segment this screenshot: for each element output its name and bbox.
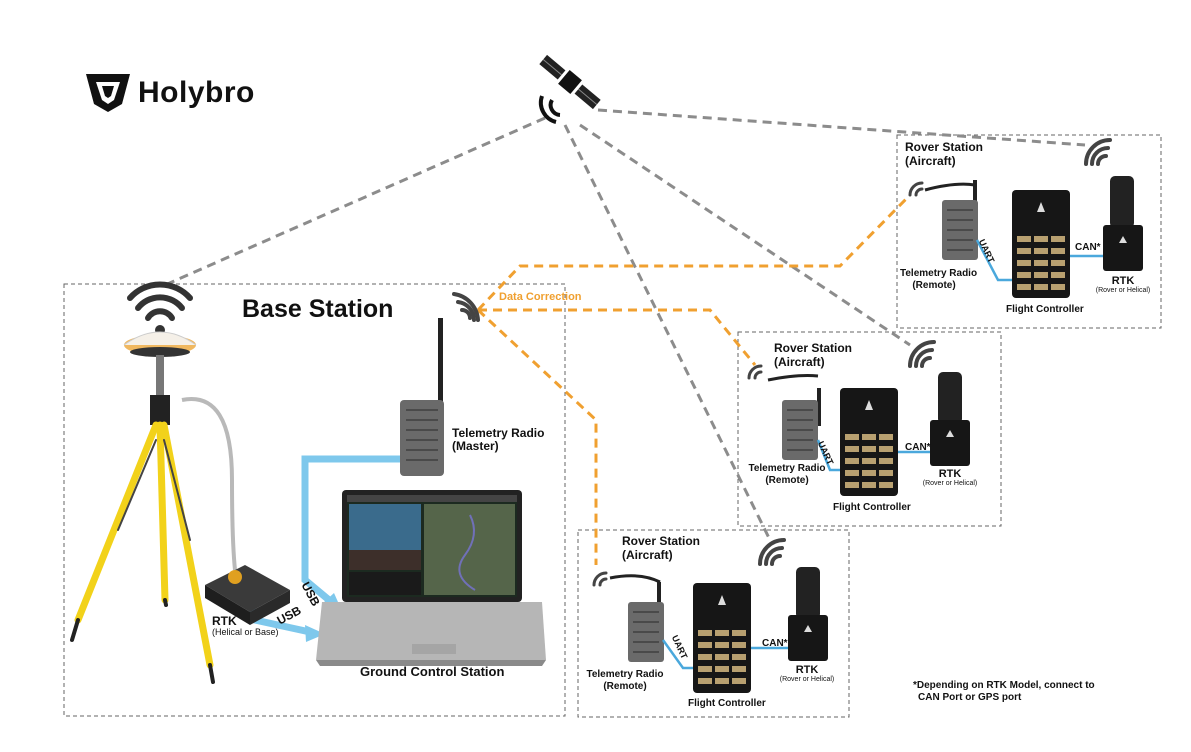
rover-2-radio-label-1: Telemetry Radio <box>748 463 826 474</box>
base-radio-label-1: Telemetry Radio <box>452 426 545 440</box>
footnote-line-1: *Depending on RTK Model, connect to <box>913 680 1095 691</box>
rover-2-radio <box>767 374 821 460</box>
brand-wordmark: Holybro <box>138 76 255 109</box>
footnote-line-2: CAN Port or GPS port <box>918 692 1022 703</box>
laptop <box>316 490 546 666</box>
rover-1-cables <box>975 239 1103 282</box>
rover-2-title-2: (Aircraft) <box>774 355 825 369</box>
gcs-label: Ground Control Station <box>360 664 505 679</box>
wifi-icon-rover-2-gps <box>908 340 936 368</box>
rover-3-radio-label-2: (Remote) <box>603 681 647 692</box>
rover-1-title-1: Rover Station <box>905 140 984 154</box>
rover-box-2 <box>737 331 1002 527</box>
base-radio-label-2: (Master) <box>452 439 499 453</box>
wifi-icon-rover-1-radio <box>908 181 924 197</box>
rover-3-fc-label: Flight Controller <box>688 698 766 709</box>
rover-3-rtk-sublabel: (Rover or Helical) <box>779 676 835 683</box>
usb-arrow-2 <box>305 625 325 642</box>
base-rtk-sublabel: (Helical or Base) <box>212 627 279 637</box>
rover-2-rtk <box>930 372 970 466</box>
base-station-title: Base Station <box>242 295 394 323</box>
data-correction-links <box>476 193 912 565</box>
rover-3-cables <box>661 639 788 670</box>
rover-2-fc-label: Flight Controller <box>833 502 911 513</box>
satellite-links <box>164 108 1086 541</box>
wifi-icon-base-antenna <box>127 281 193 321</box>
base-rtk-label: RTK <box>212 614 237 628</box>
base-station-box <box>63 283 566 717</box>
wifi-icon-rover-3-gps <box>758 538 786 566</box>
base-telemetry-radio <box>400 318 444 476</box>
rover-1-title-2: (Aircraft) <box>905 154 956 168</box>
wifi-icon-base-radio <box>452 292 480 322</box>
rover-box-3 <box>577 529 850 718</box>
rover-1-radio-label-1: Telemetry Radio <box>900 268 978 279</box>
holybro-logo <box>86 74 130 112</box>
rover-1-radio-label-2: (Remote) <box>912 280 956 291</box>
rover-1-rtk <box>1103 176 1143 271</box>
rover-1-rtk-sublabel: (Rover or Helical) <box>1095 287 1151 294</box>
satellite-signal-icon <box>538 95 561 124</box>
rover-3-can: CAN* <box>762 638 788 649</box>
rover-3-flight-controller <box>693 583 751 693</box>
satellite-icon <box>539 54 601 110</box>
rover-3-radio <box>609 574 664 662</box>
tripod <box>70 395 215 684</box>
data-correction-label: Data Correction <box>499 291 582 303</box>
base-gps-antenna <box>123 331 197 395</box>
base-rtk-module <box>205 565 290 625</box>
rover-2-rtk-sublabel: (Rover or Helical) <box>922 480 978 487</box>
rover-1-radio <box>924 180 978 260</box>
rover-box-1 <box>896 134 1162 329</box>
rover-1-flight-controller <box>1012 190 1070 298</box>
rover-2-radio-label-2: (Remote) <box>765 475 809 486</box>
wifi-icon-rover-2-radio <box>747 364 763 380</box>
rover-2-can: CAN* <box>905 442 931 453</box>
wifi-icon-rover-1-gps <box>1084 138 1112 166</box>
wifi-icon-rover-3-radio <box>592 571 608 587</box>
rover-3-title-2: (Aircraft) <box>622 548 673 562</box>
rover-3-radio-label-1: Telemetry Radio <box>586 669 664 680</box>
rover-2-title-1: Rover Station <box>774 341 853 355</box>
rover-2-rtk-label: RTK <box>938 468 962 480</box>
rover-1-rtk-label: RTK <box>1111 275 1135 287</box>
rover-1-can: CAN* <box>1075 242 1101 253</box>
rover-3-rtk-label: RTK <box>795 664 819 676</box>
rover-1-fc-label: Flight Controller <box>1006 304 1084 315</box>
rover-2-cables <box>816 439 930 472</box>
rover-3-title-1: Rover Station <box>622 534 701 548</box>
rover-2-flight-controller <box>840 388 898 496</box>
antenna-cable <box>181 397 237 571</box>
rover-3-rtk <box>788 567 828 661</box>
